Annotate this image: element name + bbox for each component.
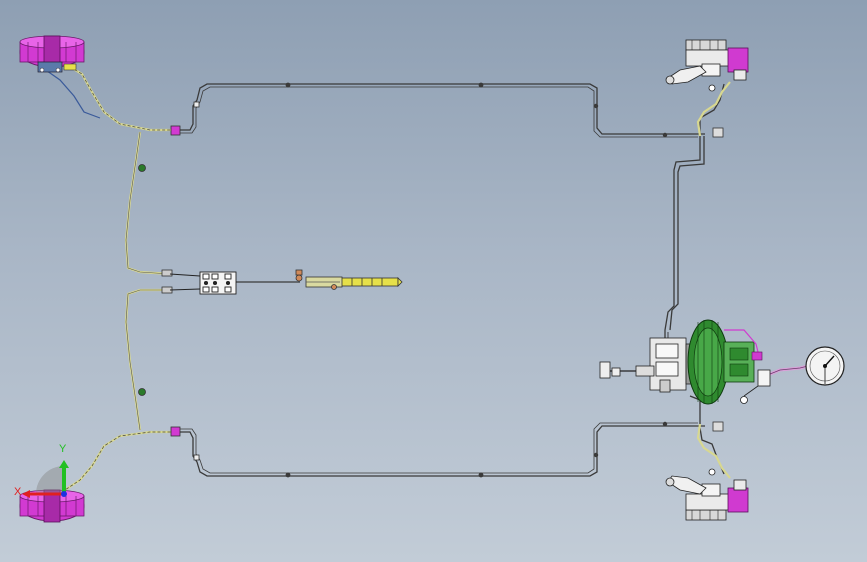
- hose-fitting: [170, 426, 181, 437]
- rear-left-lower-flex-core: [125, 289, 170, 431]
- triad-z-axis: [61, 491, 67, 497]
- lower-hose-to-drum: [61, 430, 172, 493]
- line-clip: [478, 472, 484, 478]
- hose-fitting: [712, 421, 724, 432]
- hose-fittings: [138, 125, 724, 437]
- front-right-disc-caliper-icon[interactable]: [665, 39, 749, 92]
- line-clip: [285, 82, 291, 88]
- triad-y-label: Y: [59, 443, 67, 455]
- triad-x-label: X: [14, 486, 22, 498]
- lower-main-brake-line: [176, 425, 705, 477]
- line-clips: [193, 82, 668, 478]
- rear-flex-lines: [39, 61, 731, 493]
- hose-clip: [138, 164, 146, 172]
- front-lower-flex: [696, 423, 731, 479]
- brake-booster-icon[interactable]: [687, 319, 763, 405]
- front-riser-line-2: [669, 136, 705, 331]
- line-clip: [285, 472, 291, 478]
- front-lower-riser: [689, 395, 701, 424]
- coordinate-triad: [22, 460, 69, 498]
- front-riser-line: [664, 136, 701, 346]
- upper-main-brake-line: [176, 83, 705, 135]
- rear-left-upper-flex-core: [125, 131, 171, 275]
- hose-fitting: [161, 269, 173, 277]
- upper-hose-to-drum: [61, 61, 172, 132]
- parking-brake-lever-icon[interactable]: [295, 269, 403, 290]
- front-right-upper-line: [699, 83, 725, 134]
- line-clip: [593, 452, 599, 458]
- master-cylinder-icon[interactable]: [599, 332, 693, 393]
- upper-hose-to-drum-core: [61, 61, 172, 131]
- rear-left-upper-flex: [124, 131, 171, 276]
- line-clip: [662, 132, 668, 138]
- triad-x-arrow: [22, 490, 30, 498]
- front-upper-flex: [696, 81, 731, 137]
- line-clip: [478, 82, 484, 88]
- lower-hose-to-drum-core: [61, 431, 172, 493]
- line-clip: [193, 101, 200, 108]
- hose-fitting: [712, 127, 724, 138]
- rear-left-brake-drum-icon[interactable]: [19, 35, 85, 73]
- upper-main-brake-line-2: [176, 86, 698, 138]
- front-left-disc-caliper-icon[interactable]: [665, 468, 749, 521]
- triad-y-arrow: [59, 460, 69, 468]
- junction-block-icon[interactable]: [169, 271, 237, 295]
- hose-clip: [138, 388, 146, 396]
- lower-main-brake-line-2: [176, 422, 698, 474]
- hard-brake-lines: [176, 83, 725, 477]
- line-clip: [193, 454, 200, 461]
- upper-hose-blue: [39, 65, 101, 119]
- line-clip: [593, 103, 599, 109]
- vacuum-reservoir-icon[interactable]: [805, 346, 845, 386]
- hose-fitting: [170, 125, 181, 136]
- line-clip: [662, 421, 668, 427]
- rear-left-lower-flex: [124, 288, 170, 431]
- vacuum-hose: [740, 364, 809, 404]
